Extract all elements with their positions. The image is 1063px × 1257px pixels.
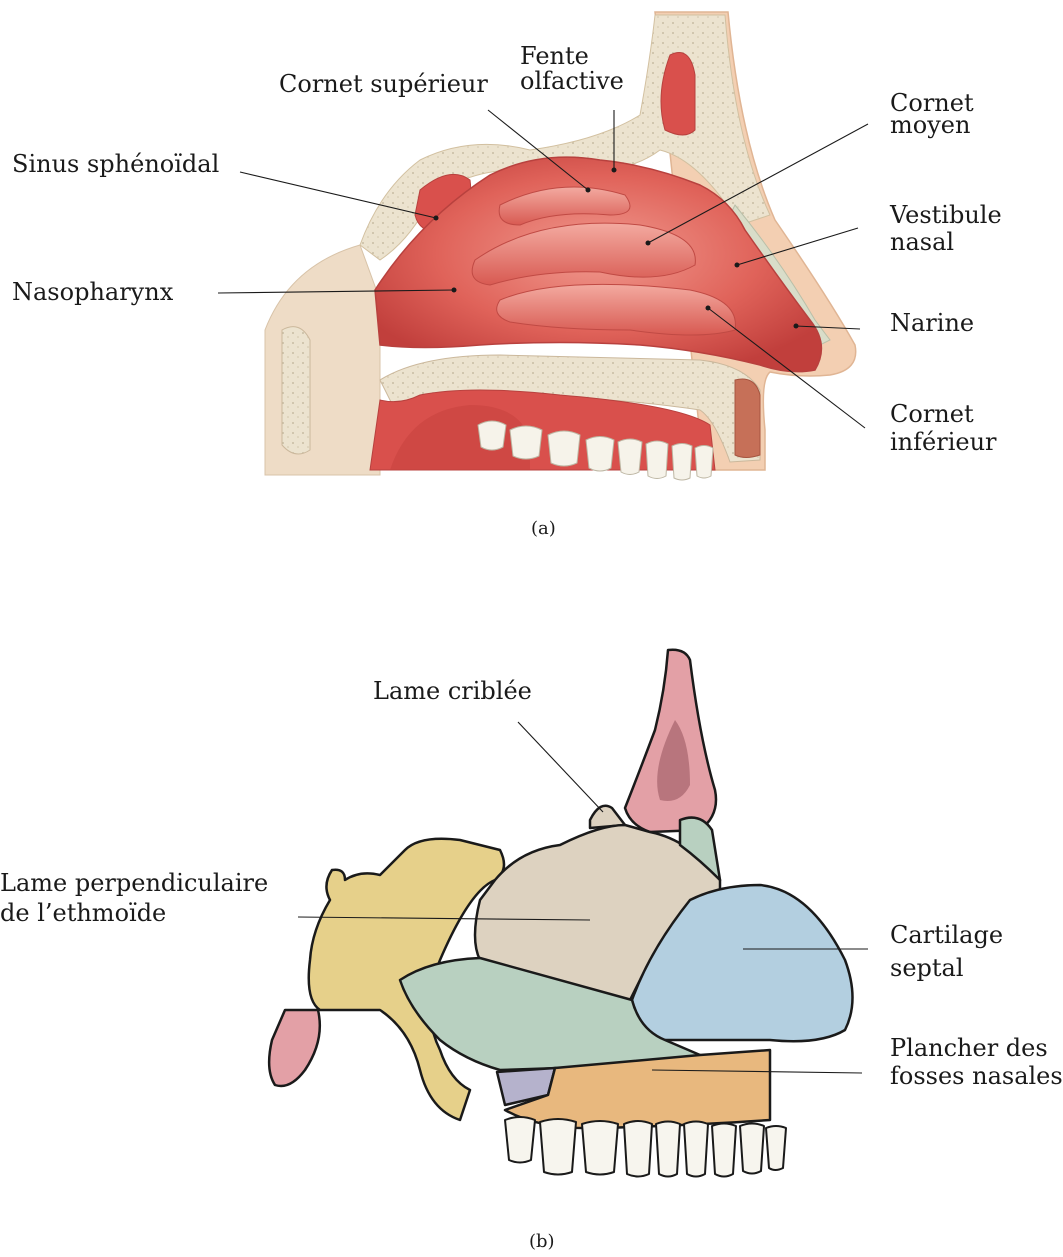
label-narine: Narine: [890, 311, 974, 336]
label-cartilage-septal: Cartilage septal: [890, 923, 1003, 981]
caption-a: (a): [531, 519, 556, 539]
label-plancher-line1: Plancher des: [890, 1036, 1063, 1061]
label-fente-olfactive: Fente olfactive: [520, 44, 624, 94]
label-cornet-superieur: Cornet supérieur: [279, 72, 488, 97]
label-lame-perpendiculaire: Lame perpendiculaire de l’ethmoïde: [0, 871, 268, 926]
label-nasopharynx: Nasopharynx: [12, 280, 173, 305]
label-lame-perpendiculaire-line1: Lame perpendiculaire: [0, 871, 268, 896]
label-cartilage-septal-line2: septal: [890, 956, 1003, 981]
label-cornet-inferieur: Cornet inférieur: [890, 402, 997, 455]
label-lame-criblee: Lame criblée: [373, 679, 532, 704]
label-sinus-sphenoidal: Sinus sphénoïdal: [12, 152, 219, 177]
label-cartilage-septal-line1: Cartilage: [890, 923, 1003, 948]
label-fente-olfactive-line1: Fente: [520, 44, 624, 69]
label-cornet-inferieur-line2: inférieur: [890, 430, 997, 455]
label-cornet-inferieur-line1: Cornet: [890, 402, 997, 427]
label-plancher-fosses-nasales: Plancher des fosses nasales: [890, 1036, 1063, 1089]
label-cornet-moyen-line2: moyen: [890, 113, 974, 138]
label-fente-olfactive-line2: olfactive: [520, 69, 624, 94]
label-lame-perpendiculaire-line2: de l’ethmoïde: [0, 901, 268, 926]
label-cornet-moyen: Cornet moyen: [890, 91, 974, 138]
label-vestibule-nasal: Vestibule nasal: [890, 203, 1002, 255]
caption-b: (b): [529, 1232, 555, 1252]
panel-b-illustration: [269, 650, 852, 1177]
label-plancher-line2: fosses nasales: [890, 1064, 1063, 1089]
label-vestibule-nasal-line2: nasal: [890, 230, 1002, 255]
label-vestibule-nasal-line1: Vestibule: [890, 203, 1002, 228]
